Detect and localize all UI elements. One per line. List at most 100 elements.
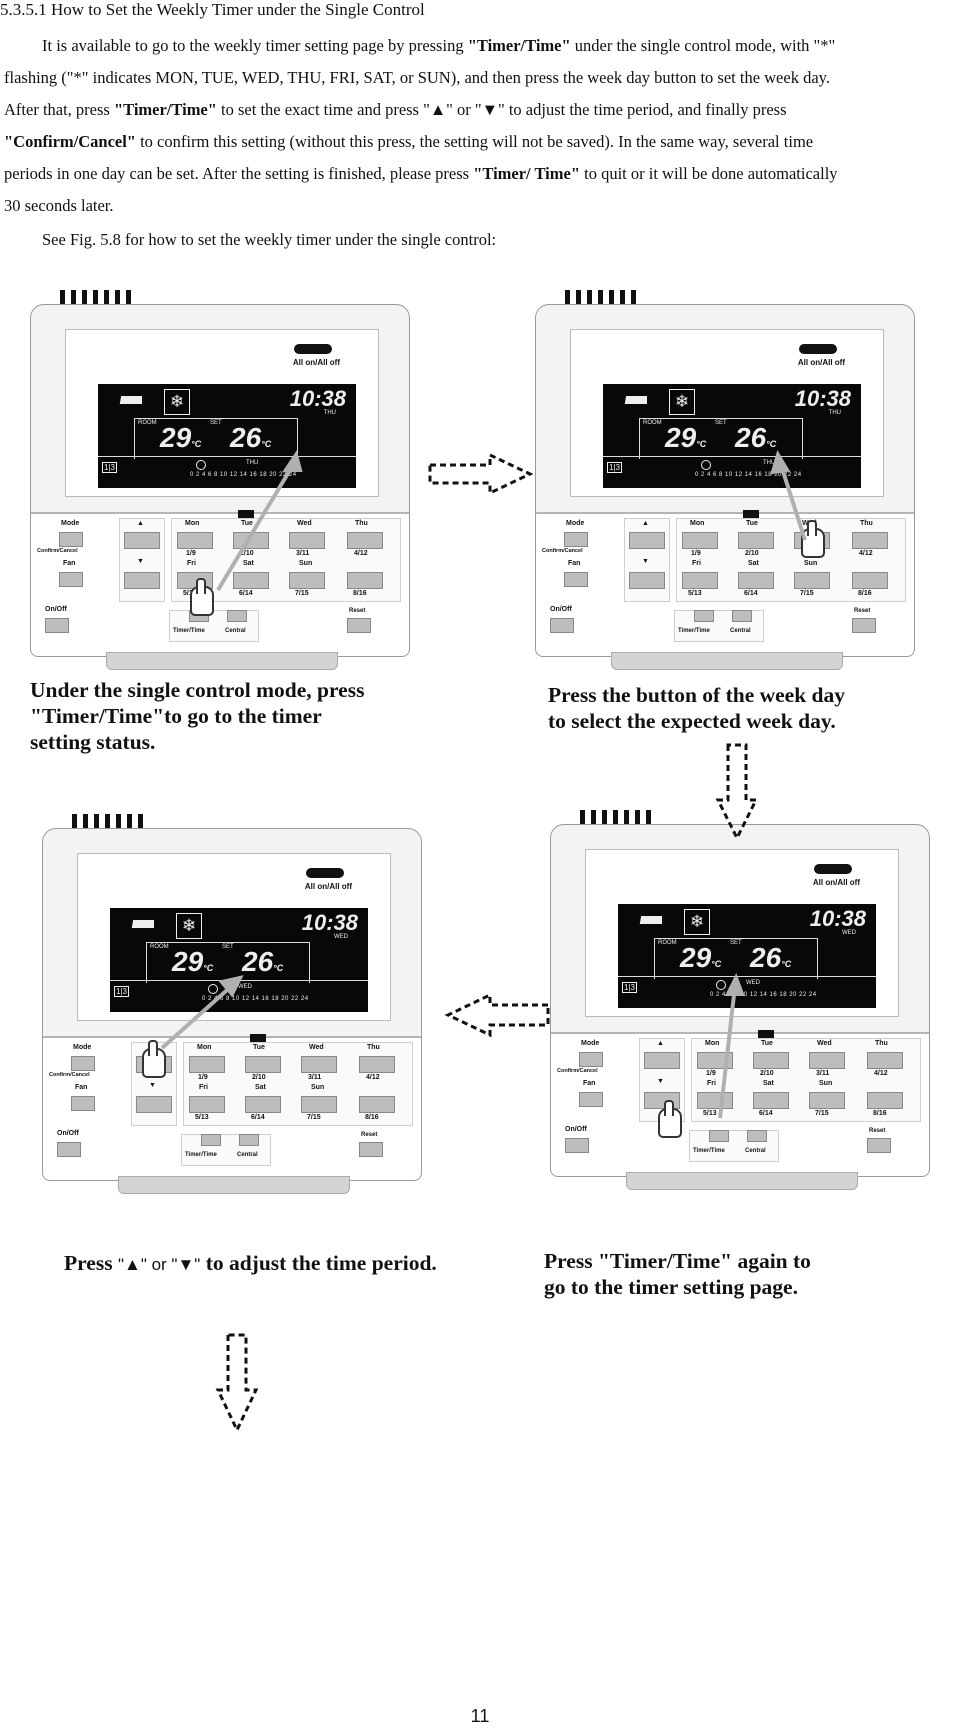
timer-time-key[interactable] — [709, 1130, 729, 1142]
mon-key[interactable] — [682, 532, 718, 549]
wed-key[interactable] — [301, 1056, 337, 1073]
set-temperature: 26°C — [750, 942, 792, 973]
keypad-area: Mode Confirm/Cancel Fan ▲ ▼ Mon Tue Wed … — [550, 1030, 930, 1177]
reset-key[interactable] — [347, 618, 371, 633]
sun-key[interactable] — [289, 572, 325, 589]
sat-key[interactable] — [738, 572, 774, 589]
arrow-right-icon — [428, 452, 534, 496]
sun-key[interactable] — [809, 1092, 845, 1109]
display-panel: All on/All off ❄ 10:38 WED ROOM SET 29°C… — [585, 849, 899, 1017]
set-label: SET — [210, 420, 222, 426]
sat-key[interactable] — [245, 1096, 281, 1113]
reset-key[interactable] — [852, 618, 876, 633]
thu-key[interactable] — [359, 1056, 395, 1073]
paragraph-line-2: flashing ("*" indicates MON, TUE, WED, T… — [4, 68, 830, 87]
on-off-key[interactable] — [550, 618, 574, 633]
down-label: ▼ — [149, 1082, 156, 1089]
fan-key[interactable] — [564, 572, 588, 587]
key-8-16[interactable] — [867, 1092, 903, 1109]
mode-key[interactable] — [71, 1056, 95, 1071]
down-key[interactable] — [136, 1096, 172, 1113]
key-8-16[interactable] — [852, 572, 888, 589]
central-key[interactable] — [732, 610, 752, 622]
all-on-off-label: All on/All off — [304, 882, 352, 891]
tue-key[interactable] — [738, 532, 774, 549]
thu-key[interactable] — [867, 1052, 903, 1069]
sun-key[interactable] — [301, 1096, 337, 1113]
wed-key[interactable] — [809, 1052, 845, 1069]
on-off-key[interactable] — [565, 1138, 589, 1153]
controller-figure-4: All on/All off ❄ 10:38 WED ROOM SET 29°C… — [550, 810, 930, 1190]
central-key[interactable] — [747, 1130, 767, 1142]
fri-key[interactable] — [189, 1096, 225, 1113]
room-temperature: 29°C — [680, 942, 722, 973]
lcd-day: THU — [323, 410, 336, 416]
reset-key[interactable] — [867, 1138, 891, 1153]
snowflake-icon: ❄ — [164, 389, 190, 415]
key-8-16-label: 8/16 — [858, 590, 872, 597]
all-on-off-button[interactable] — [814, 864, 852, 874]
key-8-16-label: 8/16 — [365, 1114, 379, 1121]
lcd-screen: ❄ 10:38 THU ROOM SET 29°C 26°C 1|3 0 2 4… — [603, 384, 861, 488]
arrow-down-bottom-icon — [215, 1333, 259, 1434]
mon-key[interactable] — [697, 1052, 733, 1069]
key-5-13-label: 5/13 — [703, 1110, 717, 1117]
mode-key[interactable] — [579, 1052, 603, 1067]
paragraph-line-3: After that, press "Timer/Time" to set th… — [4, 100, 787, 119]
all-on-off-button[interactable] — [799, 344, 837, 354]
on-off-key[interactable] — [57, 1142, 81, 1157]
room-label: ROOM — [658, 940, 677, 946]
tue-key[interactable] — [753, 1052, 789, 1069]
wed-label: Wed — [817, 1040, 832, 1047]
wed-key[interactable] — [289, 532, 325, 549]
central-key[interactable] — [239, 1134, 259, 1146]
up-key[interactable] — [124, 532, 160, 549]
hand-pointer-icon — [801, 520, 825, 558]
central-key[interactable] — [227, 610, 247, 622]
tue-key[interactable] — [233, 532, 269, 549]
timer-time-key[interactable] — [694, 610, 714, 622]
sun-label: Sun — [311, 1084, 325, 1091]
fri-key[interactable] — [697, 1092, 733, 1109]
mon-key[interactable] — [189, 1056, 225, 1073]
key-6-14-label: 6/14 — [759, 1110, 773, 1117]
key-8-16[interactable] — [359, 1096, 395, 1113]
key-8-16[interactable] — [347, 572, 383, 589]
timer-clock-icon — [701, 460, 711, 470]
fan-key[interactable] — [579, 1092, 603, 1107]
paragraph-line-1: It is available to go to the weekly time… — [42, 36, 836, 55]
sun-key[interactable] — [794, 572, 830, 589]
fan-key[interactable] — [71, 1096, 95, 1111]
sat-key[interactable] — [233, 572, 269, 589]
key-7-15-label: 7/15 — [307, 1114, 321, 1121]
mode-key[interactable] — [59, 532, 83, 547]
all-on-off-button[interactable] — [306, 868, 344, 878]
lcd-clock: 10:38 — [794, 386, 851, 411]
on-off-key[interactable] — [45, 618, 69, 633]
fri-key[interactable] — [682, 572, 718, 589]
up-key[interactable] — [644, 1052, 680, 1069]
paragraph-line-5: periods in one day can be set. After the… — [4, 164, 838, 183]
key-4-12-label: 4/12 — [859, 550, 873, 557]
snowflake-icon: ❄ — [684, 909, 710, 935]
thu-key[interactable] — [852, 532, 888, 549]
down-key[interactable] — [629, 572, 665, 589]
mode-key[interactable] — [564, 532, 588, 547]
tue-key[interactable] — [245, 1056, 281, 1073]
timer-time-key[interactable] — [201, 1134, 221, 1146]
display-panel: All on/All off ❄ 10:38 THU ROOM SET 29°C… — [65, 329, 379, 497]
central-label: Central — [225, 628, 246, 634]
all-on-off-button[interactable] — [294, 344, 332, 354]
mon-key[interactable] — [177, 532, 213, 549]
fan-key[interactable] — [59, 572, 83, 587]
down-key[interactable] — [644, 1092, 680, 1109]
room-label: ROOM — [643, 420, 662, 426]
thu-key[interactable] — [347, 532, 383, 549]
week-indicator — [743, 510, 759, 518]
sat-key[interactable] — [753, 1092, 789, 1109]
up-key[interactable] — [629, 532, 665, 549]
reset-key[interactable] — [359, 1142, 383, 1157]
down-key[interactable] — [124, 572, 160, 589]
up-label: ▲ — [137, 520, 144, 527]
